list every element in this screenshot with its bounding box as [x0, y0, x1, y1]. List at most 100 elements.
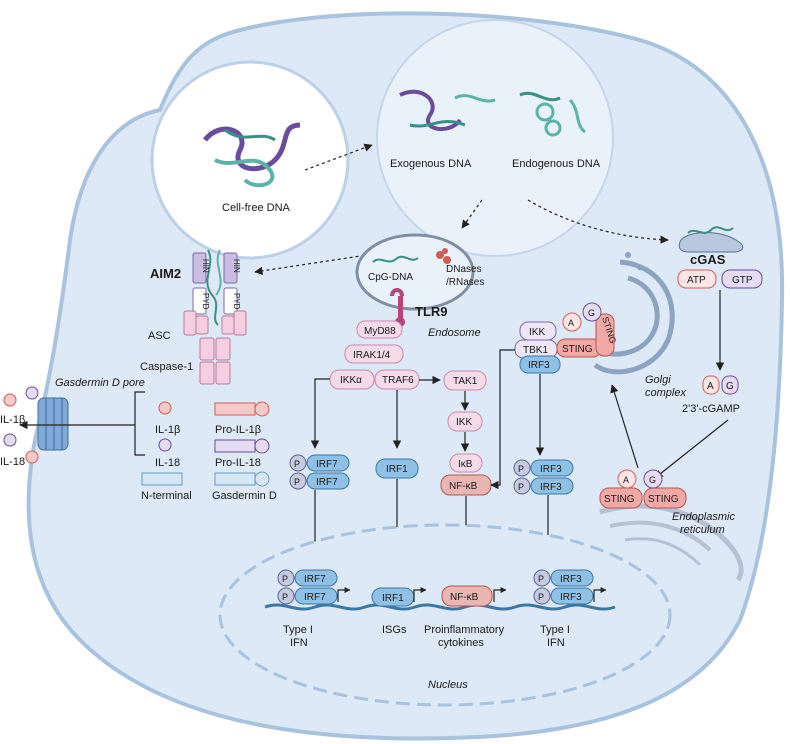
nuc-nfkb-label: NF-κB	[450, 592, 479, 603]
nucleus	[218, 523, 672, 707]
cgamp-label: 2'3'-cGAMP	[682, 403, 740, 415]
ikb-label: IκB	[458, 459, 473, 470]
nuc-irf7-label-1: IRF7	[304, 574, 326, 585]
out-cytokines-label-b: cytokines	[438, 637, 484, 649]
er-a-icon	[617, 469, 637, 489]
aim2-complex	[192, 249, 238, 326]
irf3-node-1	[530, 459, 574, 477]
myd88-label: MyD88	[364, 326, 396, 337]
asc-complex	[183, 310, 247, 336]
ikk-label: IKK	[456, 417, 472, 428]
nfkb-label: NF-κB	[449, 481, 478, 492]
golgi-a-label: A	[568, 318, 574, 328]
cpg-dna-icon	[372, 255, 419, 263]
irf7-label-2: IRF7	[316, 477, 338, 488]
irf7-node-2	[306, 472, 350, 490]
pyd-label-2: PYD	[232, 293, 241, 310]
sting-er-node-1	[599, 487, 643, 509]
nuc-irf3-label-1: IRF3	[560, 574, 582, 585]
nuc-irf1-label: IRF1	[382, 593, 404, 604]
il18-label: IL-18	[155, 457, 180, 469]
sting-er-node-2	[643, 487, 687, 509]
ikb-node	[449, 453, 483, 473]
cgas-icon	[678, 226, 744, 253]
nuc-irf7-p-icon-2	[277, 587, 295, 605]
gtp-node	[721, 269, 763, 289]
n-terminal-label: N-terminal	[141, 490, 192, 502]
il18-icon	[158, 438, 172, 452]
cell-free-dna-icon	[203, 122, 301, 188]
dnases-icon	[436, 248, 451, 264]
gasdermin-pore-label: Gasdermin D pore	[55, 377, 145, 389]
nuc-nfkb-node	[441, 585, 493, 607]
rnases-label: /RNases	[446, 277, 484, 288]
irf7-p-icon-2	[289, 472, 307, 490]
ikk-golgi-label: IKK	[529, 327, 545, 338]
nucleus-label: Nucleus	[428, 679, 468, 691]
pro-il18-icon	[214, 438, 270, 454]
golgi-g-label: G	[588, 308, 595, 318]
tss-arrow-irf1	[413, 587, 427, 602]
nuc-irf3-p-icon-2	[533, 587, 551, 605]
exogenous-dna-label: Exogenous DNA	[390, 158, 472, 170]
endosome-label: Endosome	[428, 327, 481, 339]
arrow-er-to-golgi	[610, 384, 639, 469]
gasdermin-pore-label-line1: Gasdermin D pore	[55, 377, 145, 389]
irf7-label-1: IRF7	[316, 459, 338, 470]
irf3-p-icon-2	[513, 477, 531, 495]
nuc-irf7-p-label-1: P	[282, 574, 288, 584]
golgi-g-icon	[582, 302, 602, 322]
myd88-node	[356, 320, 403, 339]
nuc-irf7-p-label-2: P	[282, 592, 288, 602]
arrow-ikka-to-irf7	[310, 378, 330, 449]
caspase-1-complex	[199, 337, 231, 385]
irf3-label-1: IRF3	[540, 464, 562, 475]
tss-arrow-irf3	[593, 587, 607, 602]
er-a-label: A	[623, 475, 629, 485]
il18-released-icon-2	[3, 433, 17, 447]
il1b-released-icon-1	[3, 393, 17, 407]
il18-out-label: IL-18	[0, 456, 25, 468]
irf3-golgi-label: IRF3	[528, 360, 550, 371]
tlr9-label: TLR9	[415, 304, 448, 319]
pro-il18-label: Pro-IL-18	[215, 457, 261, 469]
caspase-1-label: Caspase-1	[140, 361, 193, 373]
nuc-irf3-node-2	[550, 587, 594, 605]
dnases-label: DNases	[446, 264, 482, 275]
nuc-irf7-node-2	[294, 587, 338, 605]
arrow-to-cgas	[527, 199, 669, 244]
tbk1-label: TBK1	[523, 345, 548, 356]
tss-arrow-nfkb	[493, 587, 507, 602]
irf7-p-icon-1	[289, 454, 307, 472]
nuc-irf7-label-2: IRF7	[304, 592, 326, 603]
irf7-node-1	[306, 454, 350, 472]
gasdermin-d-pore-icon	[37, 397, 69, 451]
out-cytokines-label-a: Proinflammatory	[424, 624, 505, 636]
out-ifn2-label-b: IFN	[547, 637, 565, 649]
nuc-irf3-label-2: IRF3	[560, 592, 582, 603]
endogenous-dna-icon	[519, 91, 587, 137]
irak-node	[344, 344, 404, 364]
dna-sources-circle	[376, 19, 614, 257]
irf3-p-label-1: P	[518, 464, 524, 474]
il1b-released-icon-2	[25, 450, 39, 464]
nuc-irf3-p-label-1: P	[538, 574, 544, 584]
nuc-irf7-p-icon-1	[277, 569, 295, 587]
irak-label: IRAK1/4	[353, 350, 391, 361]
nuc-irf3-node-1	[550, 569, 594, 587]
irf3-golgi-node	[519, 355, 561, 374]
er-label-line2: reticulum	[680, 524, 725, 536]
traf6-label: TRAF6	[382, 375, 414, 386]
cgas-label: cGAS	[690, 252, 726, 267]
aim2-label: AIM2	[150, 266, 181, 281]
atp-node	[677, 269, 717, 289]
atp-label: ATP	[687, 275, 706, 286]
cgamp-a-label: A	[707, 381, 714, 392]
irf3-p-icon-1	[513, 459, 531, 477]
hin-label-2: HIN	[232, 259, 241, 273]
sting-er-label-1: STING	[604, 494, 635, 505]
irf1-label: IRF1	[386, 464, 408, 475]
nuc-irf7-node-1	[294, 569, 338, 587]
ikk-node	[447, 411, 483, 432]
